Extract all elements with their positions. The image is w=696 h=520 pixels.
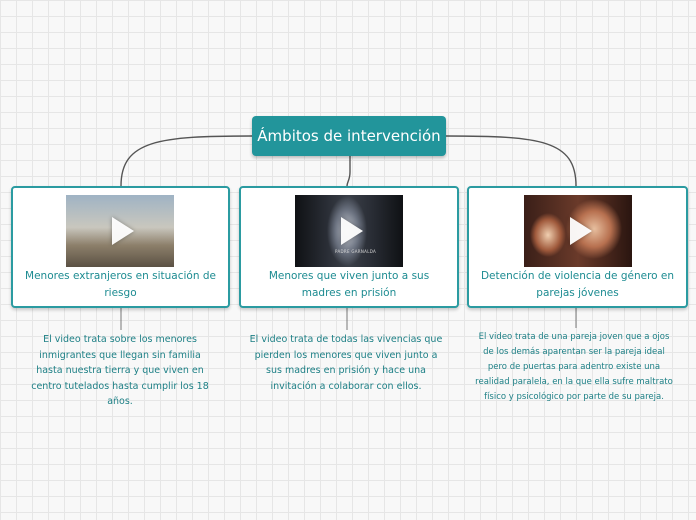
branch-description-menores-extranjeros: El video trata sobre los menores inmigra…	[31, 334, 209, 407]
branch-card-menores-prision[interactable]: PADRE GARNALDA Menores que viven junto a…	[239, 186, 459, 308]
video-thumbnail-beach[interactable]	[66, 195, 174, 267]
central-topic[interactable]: Ámbitos de intervención	[252, 116, 446, 156]
branch-title: Menores que viven junto a sus madres en …	[268, 270, 430, 299]
branch-card-menores-extranjeros[interactable]: Menores extranjeros en situación de ries…	[11, 186, 230, 308]
branch-title: Menores extranjeros en situación de ries…	[25, 270, 216, 299]
branch-description-violencia-genero: El video trata de una pareja joven que a…	[475, 332, 673, 402]
connector-central-to-branch-3	[445, 135, 577, 187]
branch-title: Detención de violencia de género en pare…	[480, 270, 675, 299]
play-icon[interactable]	[341, 217, 363, 245]
connector-central-to-branch-1	[120, 135, 253, 187]
branch-description-menores-prision: El video trata de todas las vivencias qu…	[249, 334, 443, 392]
video-thumbnail-couple[interactable]	[524, 195, 632, 267]
branch-card-violencia-genero[interactable]: Detención de violencia de género en pare…	[467, 186, 688, 308]
central-topic-label: Ámbitos de intervención	[257, 127, 441, 145]
play-icon[interactable]	[112, 217, 134, 245]
play-icon[interactable]	[570, 217, 592, 245]
thumbnail-caption: PADRE GARNALDA	[335, 249, 377, 254]
video-thumbnail-prison-corridor[interactable]: PADRE GARNALDA	[295, 195, 403, 267]
connector-central-to-branch-2	[346, 156, 351, 187]
